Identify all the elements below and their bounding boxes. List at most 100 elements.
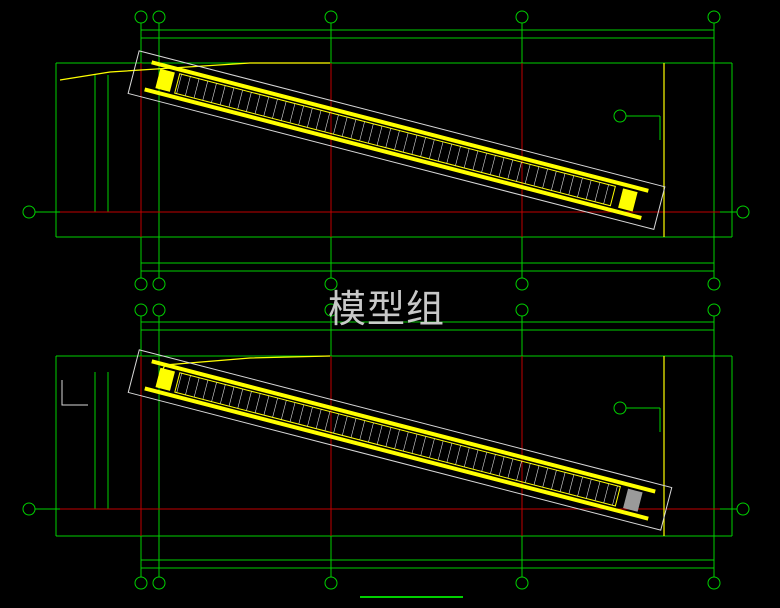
step-line xyxy=(280,101,287,121)
step-line xyxy=(246,391,252,411)
step-line xyxy=(551,171,557,191)
axis-bubble xyxy=(515,303,529,317)
step-line xyxy=(446,443,453,463)
step-line xyxy=(272,397,278,418)
axis-bubble xyxy=(134,10,148,24)
step-line xyxy=(559,472,566,492)
axis-bubble xyxy=(515,576,529,590)
step-line xyxy=(237,89,243,110)
step-line xyxy=(193,78,200,99)
truss-rail-top xyxy=(151,359,656,494)
step-line xyxy=(237,388,244,409)
step-line xyxy=(490,155,496,175)
step-line xyxy=(411,135,418,155)
step-line xyxy=(341,116,348,137)
step-line xyxy=(516,461,522,481)
step-line xyxy=(603,483,610,504)
step-line xyxy=(403,431,409,452)
step-line xyxy=(429,438,435,459)
step-line xyxy=(342,415,348,436)
step-line xyxy=(420,436,427,456)
step-line xyxy=(577,177,583,198)
step-line xyxy=(490,454,496,474)
step-line xyxy=(324,112,331,132)
axis-bubble xyxy=(707,10,721,24)
axis-bubble xyxy=(134,576,148,590)
axis-bubble xyxy=(707,303,721,317)
step-line xyxy=(228,386,235,407)
step-line xyxy=(350,418,357,438)
step-line xyxy=(263,395,270,416)
step-line xyxy=(542,168,548,189)
axis-bubble xyxy=(134,303,148,317)
bottom-landing-plate xyxy=(618,188,638,212)
step-line xyxy=(228,87,235,108)
step-line xyxy=(533,166,540,187)
axis-bubble xyxy=(152,277,166,291)
step-line xyxy=(420,137,426,157)
axis-bubble xyxy=(152,576,166,590)
axis-bubble xyxy=(324,10,338,24)
truss-outer xyxy=(127,349,673,531)
step-line xyxy=(585,180,592,200)
step-line xyxy=(376,424,383,445)
axis-bubble xyxy=(324,303,338,317)
axis-bubble xyxy=(707,576,721,590)
step-line xyxy=(568,175,575,196)
step-line xyxy=(446,144,453,164)
step-line xyxy=(202,80,209,101)
step-line xyxy=(402,132,409,153)
axis-bubble xyxy=(707,277,721,291)
lower-dimension-lines xyxy=(35,316,737,598)
lower-wall-profile xyxy=(61,380,88,406)
step-line xyxy=(185,375,191,395)
step-line xyxy=(394,429,400,450)
step-line xyxy=(429,139,435,160)
step-line xyxy=(594,481,601,501)
axis-bubble xyxy=(324,277,338,291)
step-line xyxy=(359,420,366,440)
step-line xyxy=(359,121,365,141)
step-line xyxy=(298,105,304,126)
step-line xyxy=(246,92,252,112)
axis-bubble xyxy=(152,303,166,317)
step-band xyxy=(174,73,616,207)
step-line xyxy=(577,476,583,497)
step-line xyxy=(464,447,470,468)
step-line xyxy=(516,162,522,182)
step-line xyxy=(472,150,479,171)
step-line xyxy=(507,159,514,180)
lower-escalator-truss xyxy=(127,349,673,531)
step-line xyxy=(289,103,296,123)
axis-bubble xyxy=(152,10,166,24)
step-line xyxy=(315,409,322,429)
step-line xyxy=(368,123,374,144)
step-line xyxy=(193,377,200,398)
step-line xyxy=(551,470,557,490)
step-line xyxy=(176,373,183,393)
step-line xyxy=(176,74,182,94)
truss-outer xyxy=(127,50,666,231)
step-line xyxy=(385,427,392,447)
axis-bubble xyxy=(736,205,750,219)
step-line xyxy=(376,125,383,146)
step-line xyxy=(350,119,357,139)
step-lines xyxy=(176,74,609,205)
step-line xyxy=(481,452,488,472)
top-landing-plate xyxy=(155,68,175,92)
axis-bubble xyxy=(324,576,338,590)
step-line xyxy=(333,413,339,434)
step-line xyxy=(211,382,217,402)
step-line xyxy=(211,83,217,103)
step-line xyxy=(603,184,609,205)
step-line xyxy=(559,173,566,193)
upper-floor-edge xyxy=(59,62,665,237)
step-line xyxy=(185,76,191,96)
step-line xyxy=(463,148,470,169)
step-line xyxy=(219,85,226,105)
step-line xyxy=(437,440,444,461)
axis-bubble xyxy=(613,401,627,415)
step-line xyxy=(472,449,479,470)
axis-bubble xyxy=(22,502,36,516)
